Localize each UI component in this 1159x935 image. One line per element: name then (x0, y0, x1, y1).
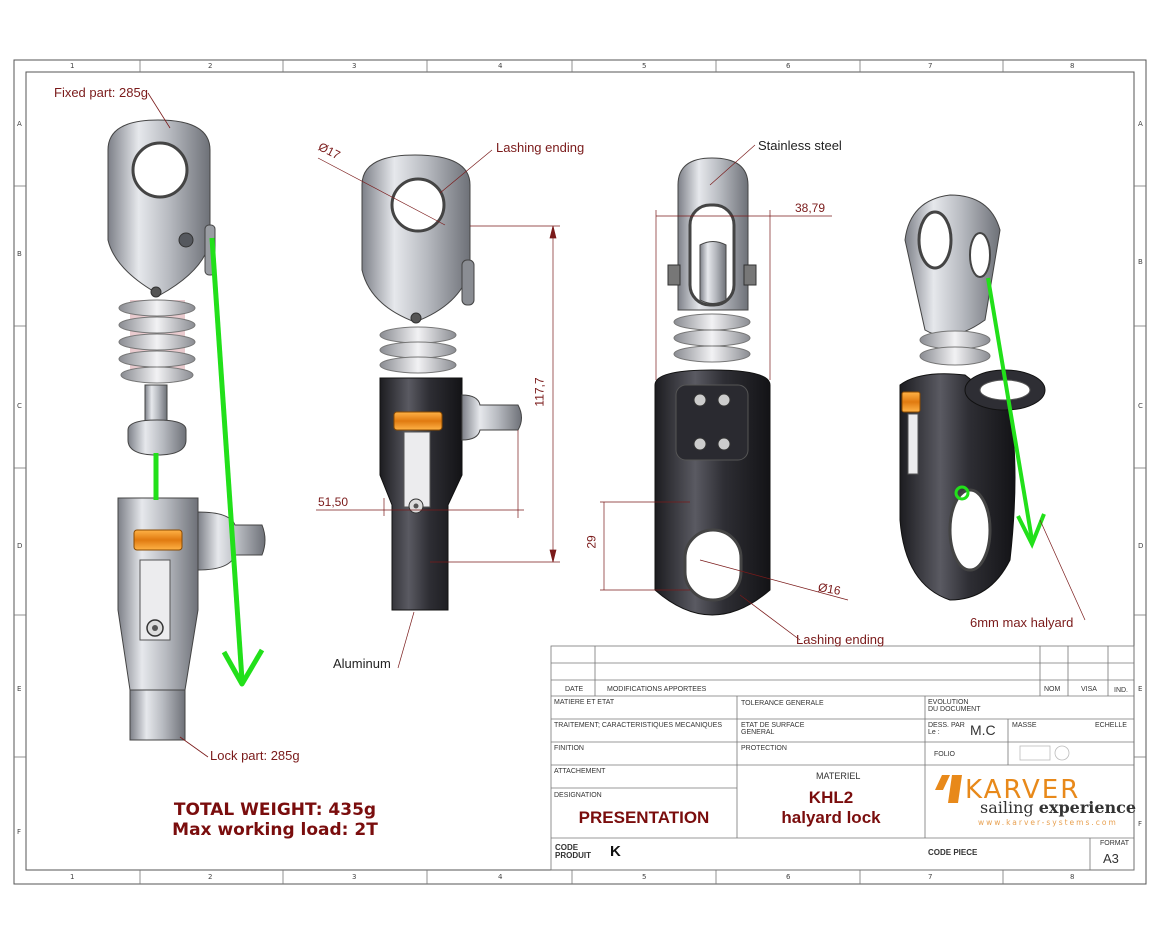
tb-evolution: EVOLUTION DU DOCUMENT (928, 699, 981, 713)
lock-part-label: Lock part: 285g (210, 748, 300, 763)
row-label: E (1138, 685, 1143, 693)
tb-modifications: MODIFICATIONS APPORTEES (607, 686, 707, 693)
col-label: 7 (928, 873, 933, 881)
row-label: C (17, 402, 22, 410)
tb-traitement: TRAITEMENT; CARACTERISTIQUES MECANIQUES (554, 722, 723, 729)
col-label: 1 (70, 62, 75, 70)
row-label: C (1138, 402, 1143, 410)
halyard-label: 6mm max halyard (970, 615, 1074, 630)
row-label: D (1138, 542, 1144, 550)
lashing-ending-label: Lashing ending (496, 140, 585, 155)
tb-echelle: ECHELLE (1095, 722, 1127, 729)
tb-ind: IND. (1114, 687, 1128, 694)
view-front (316, 149, 560, 669)
col-label: 4 (498, 62, 503, 70)
dimension-29: 29 (584, 535, 599, 549)
row-label: F (1138, 820, 1143, 828)
row-label: B (1138, 258, 1143, 266)
row-label: B (17, 250, 22, 258)
karver-tagline: sailing experience (980, 798, 1137, 817)
col-label: 7 (928, 62, 933, 70)
aluminum-label: Aluminum (333, 656, 391, 671)
col-label: 2 (208, 873, 213, 881)
row-label: F (17, 828, 22, 836)
tb-protection: PROTECTION (741, 745, 787, 752)
col-label: 6 (786, 62, 791, 70)
tb-visa: VISA (1081, 686, 1097, 693)
tb-code-produit: CODE PRODUIT (555, 843, 591, 860)
col-label: 1 (70, 873, 75, 881)
tb-masse: MASSE (1012, 722, 1037, 729)
tb-dess-value: M.C (970, 722, 996, 738)
tb-materiel: MATERIEL (816, 771, 861, 781)
tb-code-produit-value: K (610, 843, 621, 860)
col-label: 8 (1070, 873, 1075, 881)
col-label: 3 (352, 62, 357, 70)
tb-tolerance: TOLERANCE GENERALE (741, 700, 824, 707)
karver-logo-mark (935, 775, 962, 803)
tb-etat-surface: ETAT DE SURFACE GENERAL (741, 722, 805, 736)
dimension-117: 117,7 (532, 377, 547, 407)
row-label: A (17, 120, 22, 128)
lashing-ending-bottom-label: Lashing ending (796, 632, 885, 647)
tb-designation-value: PRESENTATION (578, 808, 710, 827)
karver-logo-text: KARVER (965, 775, 1081, 805)
tb-nom: NOM (1044, 686, 1061, 693)
title-block (550, 645, 1135, 871)
tb-code-piece: CODE PIECE (928, 848, 978, 857)
row-label: E (17, 685, 22, 693)
tb-format: FORMAT (1100, 840, 1130, 847)
col-label: 6 (786, 873, 791, 881)
tb-finition: FINITION (554, 745, 584, 752)
tb-date: DATE (565, 686, 584, 693)
view-exploded (107, 92, 266, 758)
tb-product-line1: KHL2 (808, 788, 854, 807)
grid-ticks (14, 60, 1146, 884)
row-label: D (17, 542, 23, 550)
tb-format-value: A3 (1103, 851, 1119, 866)
col-label: 3 (352, 873, 357, 881)
karver-url: www.karver-systems.com (978, 818, 1118, 827)
col-label: 5 (642, 873, 647, 881)
col-label: 8 (1070, 62, 1075, 70)
col-label: 2 (208, 62, 213, 70)
tb-attachement: ATTACHEMENT (554, 768, 606, 775)
row-label: A (1138, 120, 1143, 128)
col-label: 4 (498, 873, 503, 881)
view-side (600, 144, 849, 641)
view-iso (899, 194, 1086, 621)
max-working-load: Max working load: 2T (172, 820, 378, 840)
tb-folio: FOLIO (934, 751, 956, 758)
dimension-38: 38,79 (795, 201, 826, 215)
tb-matiere: MATIERE ET ETAT (554, 699, 615, 706)
tb-designation: DESIGNATION (554, 792, 602, 799)
fixed-part-label: Fixed part: 285g (54, 85, 148, 100)
outer-frame (13, 59, 1147, 885)
stainless-steel-label: Stainless steel (758, 138, 842, 153)
col-label: 5 (642, 62, 647, 70)
tb-product-line2: halyard lock (781, 808, 881, 827)
tb-dess-par: DESS. PAR Le : (928, 722, 965, 736)
total-weight: TOTAL WEIGHT: 435g (173, 800, 377, 820)
dimension-51: 51,50 (318, 495, 349, 509)
